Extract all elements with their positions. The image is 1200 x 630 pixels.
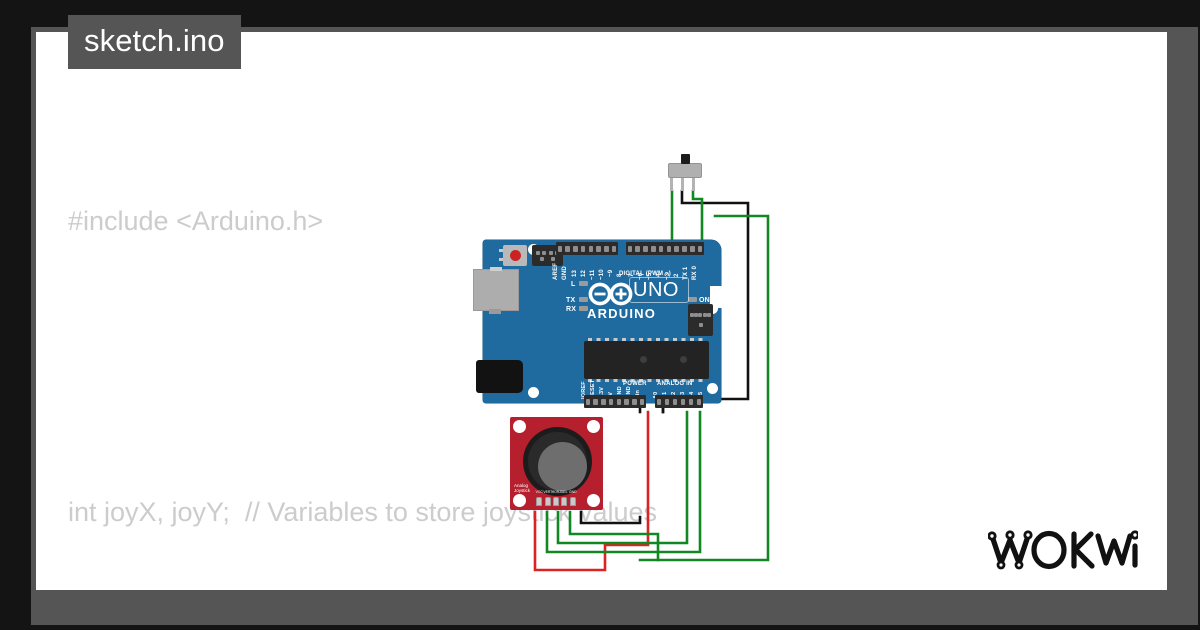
board-notch: [710, 286, 722, 308]
reset-leg: [499, 249, 505, 252]
joystick-pin-label-horz: HORZ: [551, 490, 562, 494]
digital-header-right[interactable]: [556, 242, 618, 255]
led-on: [688, 297, 697, 302]
led-label-l: L: [571, 281, 576, 288]
wokwi-logo: [987, 520, 1140, 582]
code-line: int joyX, joyY; // Variables to store jo…: [68, 497, 657, 527]
microcontroller-chip: [584, 338, 709, 382]
code-line: #include <Arduino.h>: [68, 206, 324, 236]
mount-hole: [513, 420, 526, 433]
led-label-tx: TX: [566, 297, 576, 304]
pin-label-13: 13: [572, 269, 578, 277]
joystick-pin-sel[interactable]: [561, 497, 568, 506]
switch-leg-1: [670, 177, 673, 191]
joystick-inner-ring: [528, 432, 587, 491]
board-brand-label: ARDUINO: [587, 306, 657, 321]
led-tx: [579, 297, 588, 302]
pin-label-rx0: RX 0: [692, 265, 698, 280]
wire-joystick-sel-leg: [568, 510, 660, 562]
led-rx: [579, 306, 588, 311]
board-model-label: UNO: [633, 279, 679, 301]
code-editor-text: #include <Arduino.h> int joyX, joyY; // …: [68, 100, 657, 590]
switch-lever[interactable]: [681, 154, 690, 164]
digital-header-label: DIGITAL (PWM ~): [619, 271, 671, 277]
uno-badge-outline: [629, 277, 689, 303]
digital-header-left[interactable]: [626, 242, 704, 255]
pin-label-10: ~10: [599, 269, 605, 280]
joystick-pin-vert[interactable]: [544, 497, 551, 506]
led-label-on: ON: [699, 297, 710, 304]
power-jack[interactable]: [476, 360, 523, 393]
wokwi-logo-svg: [987, 530, 1140, 570]
switch-leg-2: [681, 177, 684, 191]
switch-leg-3: [692, 177, 695, 191]
pin-label-9: ~9: [608, 269, 614, 277]
analog-header[interactable]: [655, 395, 703, 408]
usb-tab: [489, 309, 501, 314]
reset-leg: [499, 258, 505, 261]
usb-tab: [490, 267, 502, 271]
joystick-pin-gnd[interactable]: [569, 497, 576, 506]
led-label-rx: RX: [566, 306, 577, 313]
usb-connector[interactable]: [473, 267, 519, 314]
joystick-pin-label-gnd: GND: [568, 490, 577, 494]
chip-mark: [640, 356, 647, 363]
joystick-pin-label-vcc: VCC: [535, 490, 543, 494]
wire-joystick-vcc-5v: [533, 410, 650, 572]
wire-joystick-sel: [638, 214, 770, 562]
joystick-pin-label-vert: VERT: [543, 490, 553, 494]
mount-hole: [707, 383, 718, 394]
mount-hole: [587, 420, 600, 433]
wire-joystick-gnd: [579, 510, 642, 525]
pin-label-11: ~11: [590, 269, 596, 280]
wire-joystick-vert-a1: [545, 410, 702, 554]
arduino-infinity-icon: [588, 282, 633, 306]
reset-button-cap[interactable]: [510, 250, 521, 261]
joystick-pin-label-sel: SEL: [561, 490, 568, 494]
joystick-header[interactable]: [535, 497, 577, 506]
pin-label-aref: AREF: [553, 262, 559, 280]
switch-body[interactable]: [668, 163, 702, 178]
joystick-outer-ring: [523, 427, 592, 496]
joystick-pin-vcc[interactable]: [536, 497, 543, 506]
pin-label-gnd: GND: [562, 266, 568, 280]
icsp-header[interactable]: [688, 304, 713, 336]
file-tab-sketch-ino[interactable]: sketch.ino: [68, 15, 241, 69]
led-l: [579, 281, 588, 286]
mount-hole: [587, 494, 600, 507]
power-header[interactable]: [584, 395, 646, 408]
pin-label-12: 12: [581, 269, 587, 277]
analog-header-label: ANALOG IN: [657, 381, 693, 387]
arduino-uno-board[interactable]: AREF GND 13 12 ~11 ~10 ~9 8 7 ~6 ~5 4 ~3…: [473, 240, 722, 408]
joystick-pin-labels: VCC VERT HORZ SEL GND: [535, 490, 577, 494]
wire-switch-to-d2: [691, 189, 704, 258]
mount-hole: [528, 387, 539, 398]
joystick-pin-horz[interactable]: [552, 497, 559, 506]
mount-hole: [513, 494, 526, 507]
chip-mark: [680, 356, 687, 363]
joystick-thumb-cap[interactable]: [538, 442, 587, 491]
wire-joystick-horz-a0: [556, 410, 689, 545]
power-header-label: POWER: [623, 381, 647, 387]
